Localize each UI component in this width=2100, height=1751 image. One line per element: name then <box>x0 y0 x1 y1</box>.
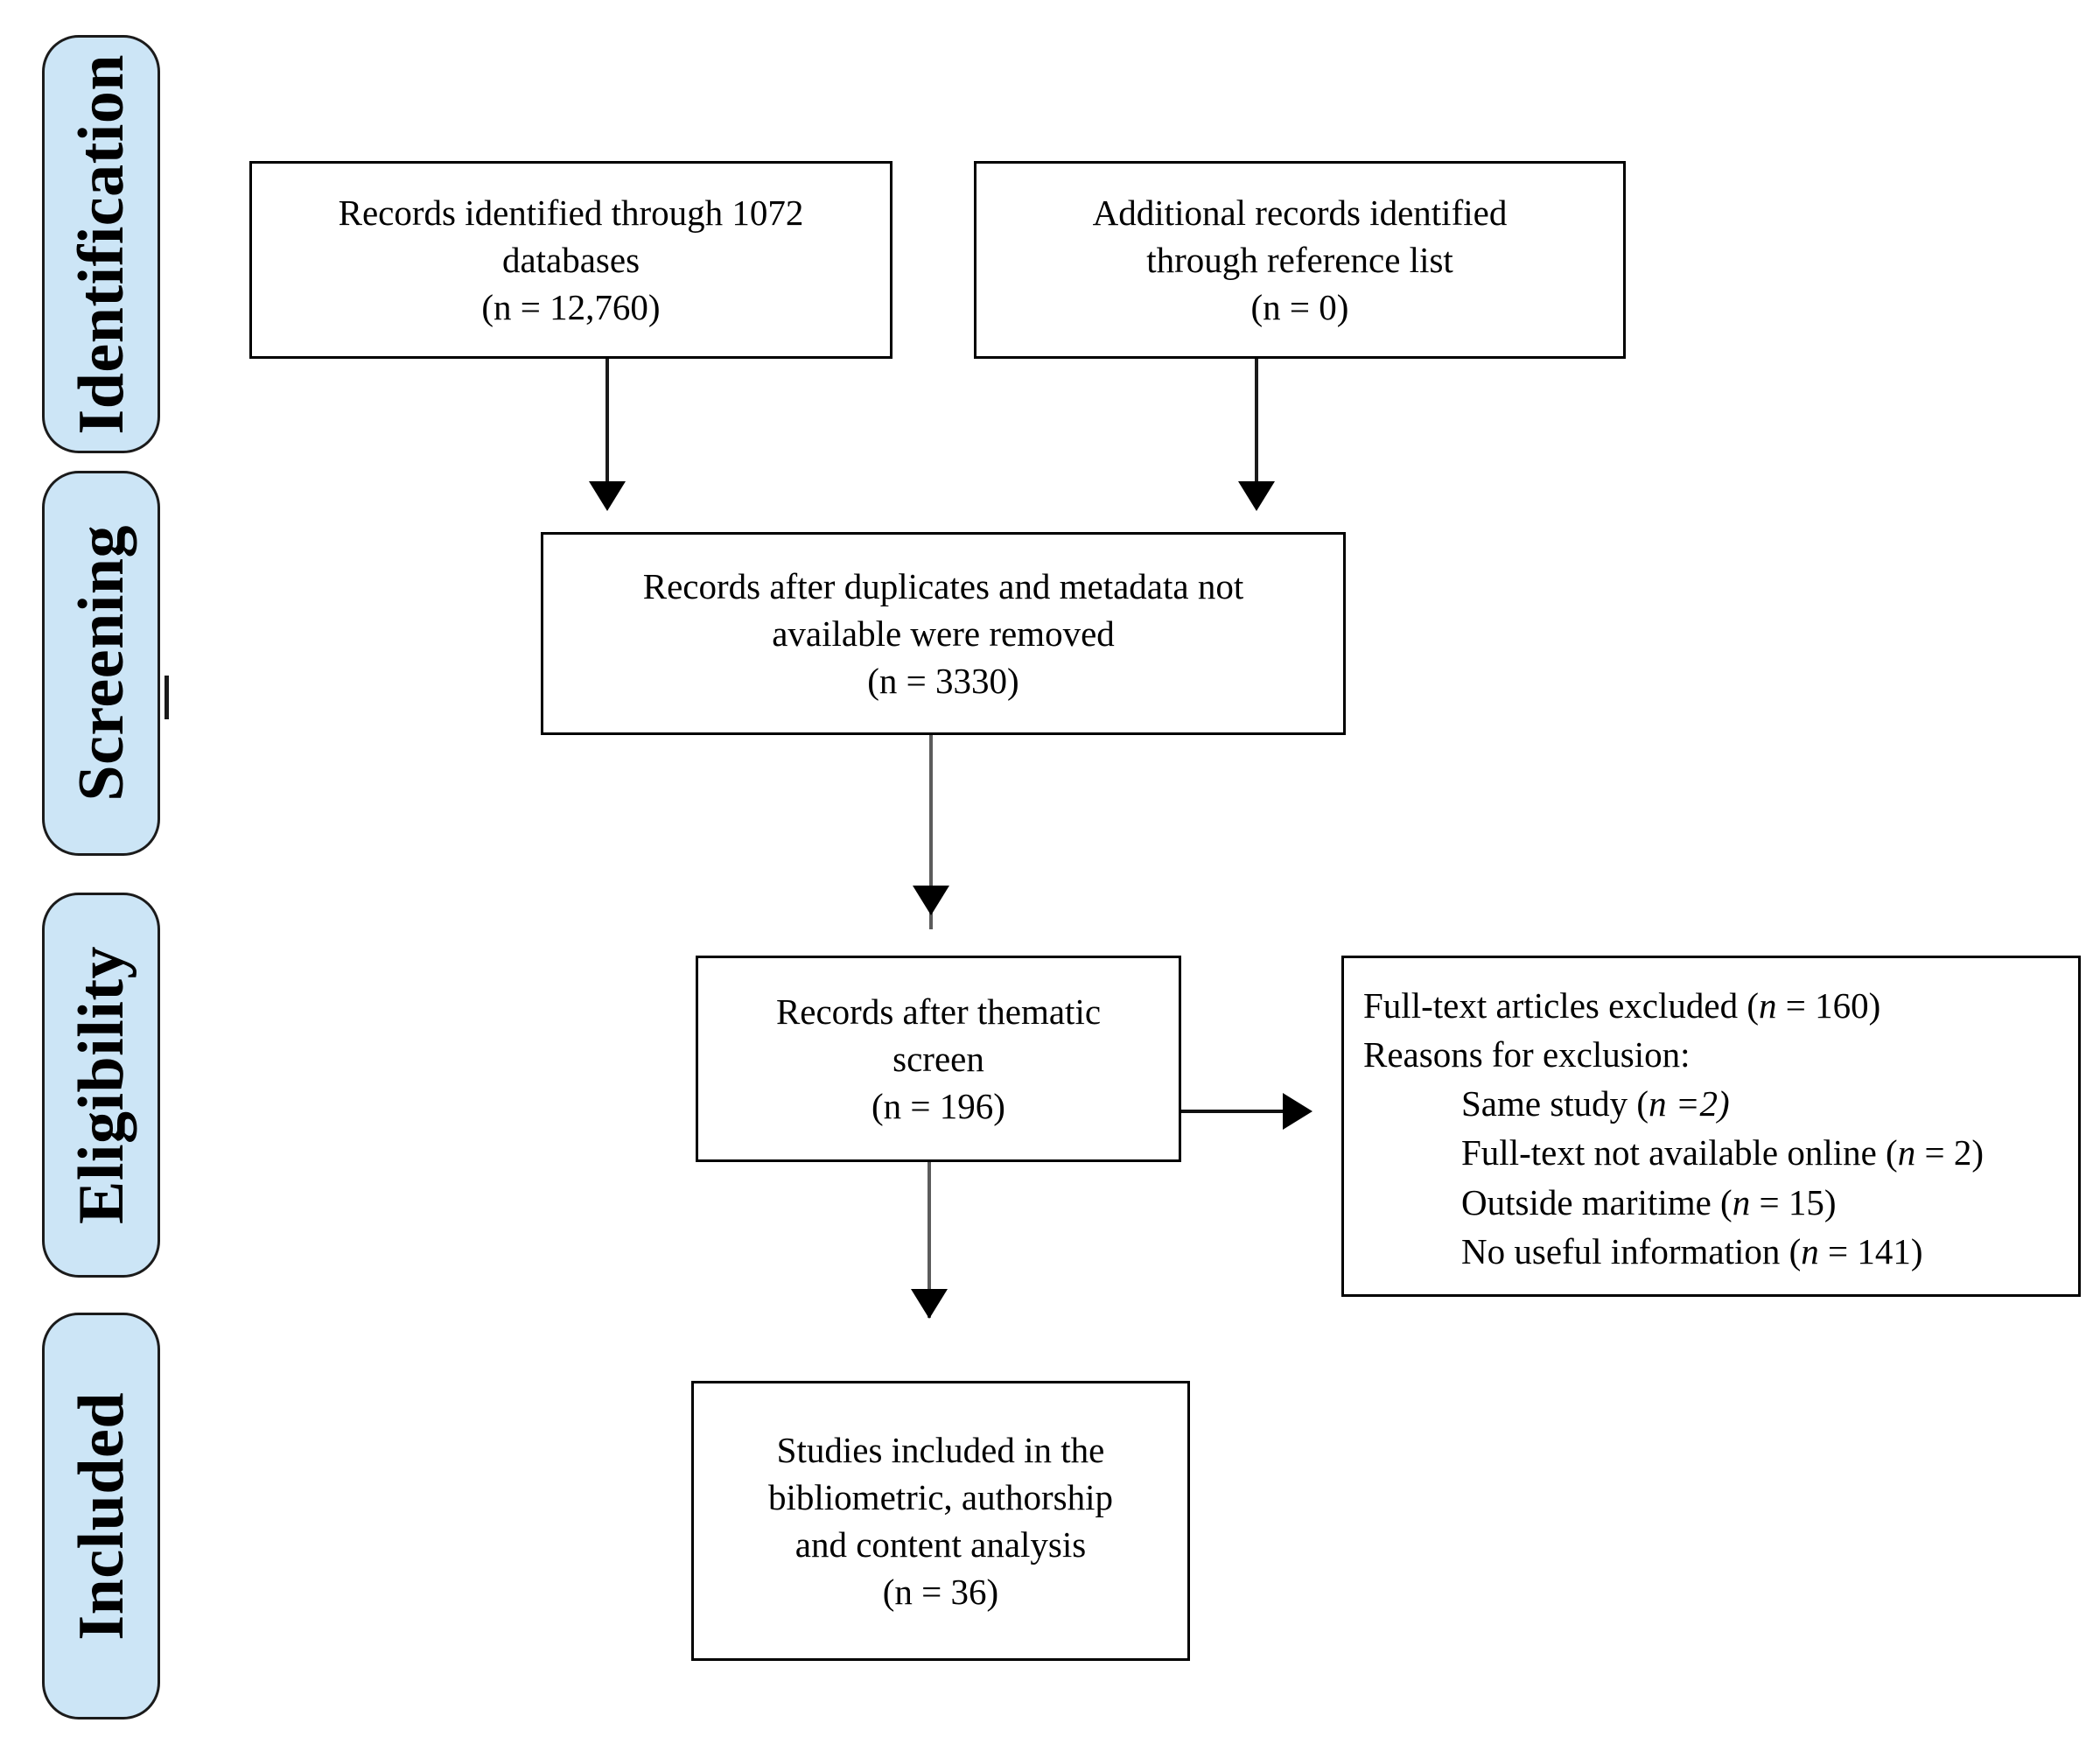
box-records-after-duplicates-text: Records after duplicates and metadata no… <box>629 563 1257 704</box>
box-studies-included: Studies included in the bibliometric, au… <box>691 1381 1190 1661</box>
phase-label-screening: Screening <box>65 525 137 802</box>
connector-additional-to-duplicates-arrowhead <box>1238 481 1275 511</box>
box-records-after-thematic-screen: Records after thematic screen (n = 196) <box>696 956 1181 1162</box>
exclusion-reason-item: Same study (n =2) <box>1363 1079 2062 1128</box>
exclusion-reason-n-symbol: n <box>1897 1132 1916 1173</box>
exclusion-reason-value: =2) <box>1666 1083 1730 1124</box>
box-records-after-duplicates: Records after duplicates and metadata no… <box>541 532 1346 735</box>
connector-thematic-to-excluded-arrowhead <box>1283 1093 1312 1130</box>
box-full-text-excluded: Full-text articles excluded (n = 160) Re… <box>1341 956 2081 1297</box>
text-line: Additional records identified <box>1092 192 1508 233</box>
connector-thematic-to-included-line <box>928 1162 931 1318</box>
excluded-heading: Full-text articles excluded (n = 160) <box>1363 981 2062 1030</box>
box-records-after-thematic-screen-text: Records after thematic screen (n = 196) <box>762 988 1115 1130</box>
exclusion-reason-item: No useful information (n = 141) <box>1363 1227 2062 1276</box>
exclusion-reason-text: Same study ( <box>1461 1083 1649 1124</box>
text-line: Studies included in the <box>776 1429 1105 1470</box>
box-additional-records-text: Additional records identified through re… <box>1079 189 1522 331</box>
connector-thematic-to-excluded-line <box>1181 1110 1286 1113</box>
text-line: Records identified through 1072 <box>338 192 804 233</box>
connector-additional-to-duplicates-line <box>1255 359 1258 492</box>
excluded-heading-suffix: = 160) <box>1776 985 1881 1026</box>
box-full-text-excluded-text: Full-text articles excluded (n = 160) Re… <box>1344 958 2078 1276</box>
excluded-heading-prefix: Full-text articles excluded ( <box>1363 985 1759 1026</box>
exclusion-reason-item: Outside maritime (n = 15) <box>1363 1178 2062 1227</box>
phase-band-identification: Identification <box>42 35 160 453</box>
text-line: bibliometric, authorship <box>768 1476 1113 1517</box>
connector-thematic-to-included-arrowhead <box>911 1289 948 1319</box>
text-line: Records after thematic <box>775 991 1102 1032</box>
excluded-heading-n-symbol: n <box>1758 985 1777 1026</box>
text-line: through reference list <box>1146 239 1453 280</box>
exclusion-reason-item: Full-text not available online (n = 2) <box>1363 1128 2062 1177</box>
exclusion-reason-text: No useful information ( <box>1461 1230 1802 1271</box>
phase-label-identification: Identification <box>65 53 137 435</box>
phase-band-screening: Screening <box>42 471 160 856</box>
text-line: (n = 0) <box>1250 287 1349 328</box>
connector-identified-to-duplicates-arrowhead <box>589 481 626 511</box>
exclusion-reason-value: = 2) <box>1915 1132 1984 1173</box>
text-line: and content analysis <box>794 1524 1087 1565</box>
phase-band-eligibility: Eligibility <box>42 893 160 1278</box>
box-records-identified-databases: Records identified through 1072 database… <box>249 161 892 359</box>
phase-label-included: Included <box>65 1391 137 1641</box>
text-line: (n = 36) <box>882 1572 999 1613</box>
box-records-identified-databases-text: Records identified through 1072 database… <box>325 189 818 331</box>
text-line: (n = 12,760) <box>481 287 661 328</box>
exclusion-reason-text: Outside maritime ( <box>1461 1181 1732 1222</box>
text-line: (n = 3330) <box>867 661 1019 702</box>
phase-band-included: Included <box>42 1313 160 1719</box>
exclusion-reason-n-symbol: n <box>1801 1230 1819 1271</box>
exclusion-reason-value: = 15) <box>1750 1181 1837 1222</box>
exclusion-reason-n-symbol: n <box>1732 1181 1751 1222</box>
text-line: (n = 196) <box>872 1086 1005 1127</box>
box-additional-records: Additional records identified through re… <box>974 161 1626 359</box>
connector-identified-to-duplicates-line <box>606 359 609 492</box>
phase-label-eligibility: Eligibility <box>65 945 137 1224</box>
connector-duplicates-to-thematic-line <box>929 735 933 929</box>
text-line: databases <box>501 239 640 280</box>
exclusion-reason-text: Full-text not available online ( <box>1461 1132 1898 1173</box>
text-line: Records after duplicates and metadata no… <box>642 565 1244 606</box>
connector-duplicates-to-thematic-arrowhead <box>913 886 949 915</box>
box-studies-included-text: Studies included in the bibliometric, au… <box>754 1426 1127 1615</box>
screening-tick-mark <box>164 676 169 719</box>
exclusion-reason-n-symbol: n <box>1648 1083 1667 1124</box>
exclusion-reason-value: = 141) <box>1818 1230 1923 1271</box>
text-line: screen <box>892 1038 984 1079</box>
excluded-reasons-label: Reasons for exclusion: <box>1363 1034 1690 1075</box>
text-line: available were removed <box>772 613 1115 654</box>
